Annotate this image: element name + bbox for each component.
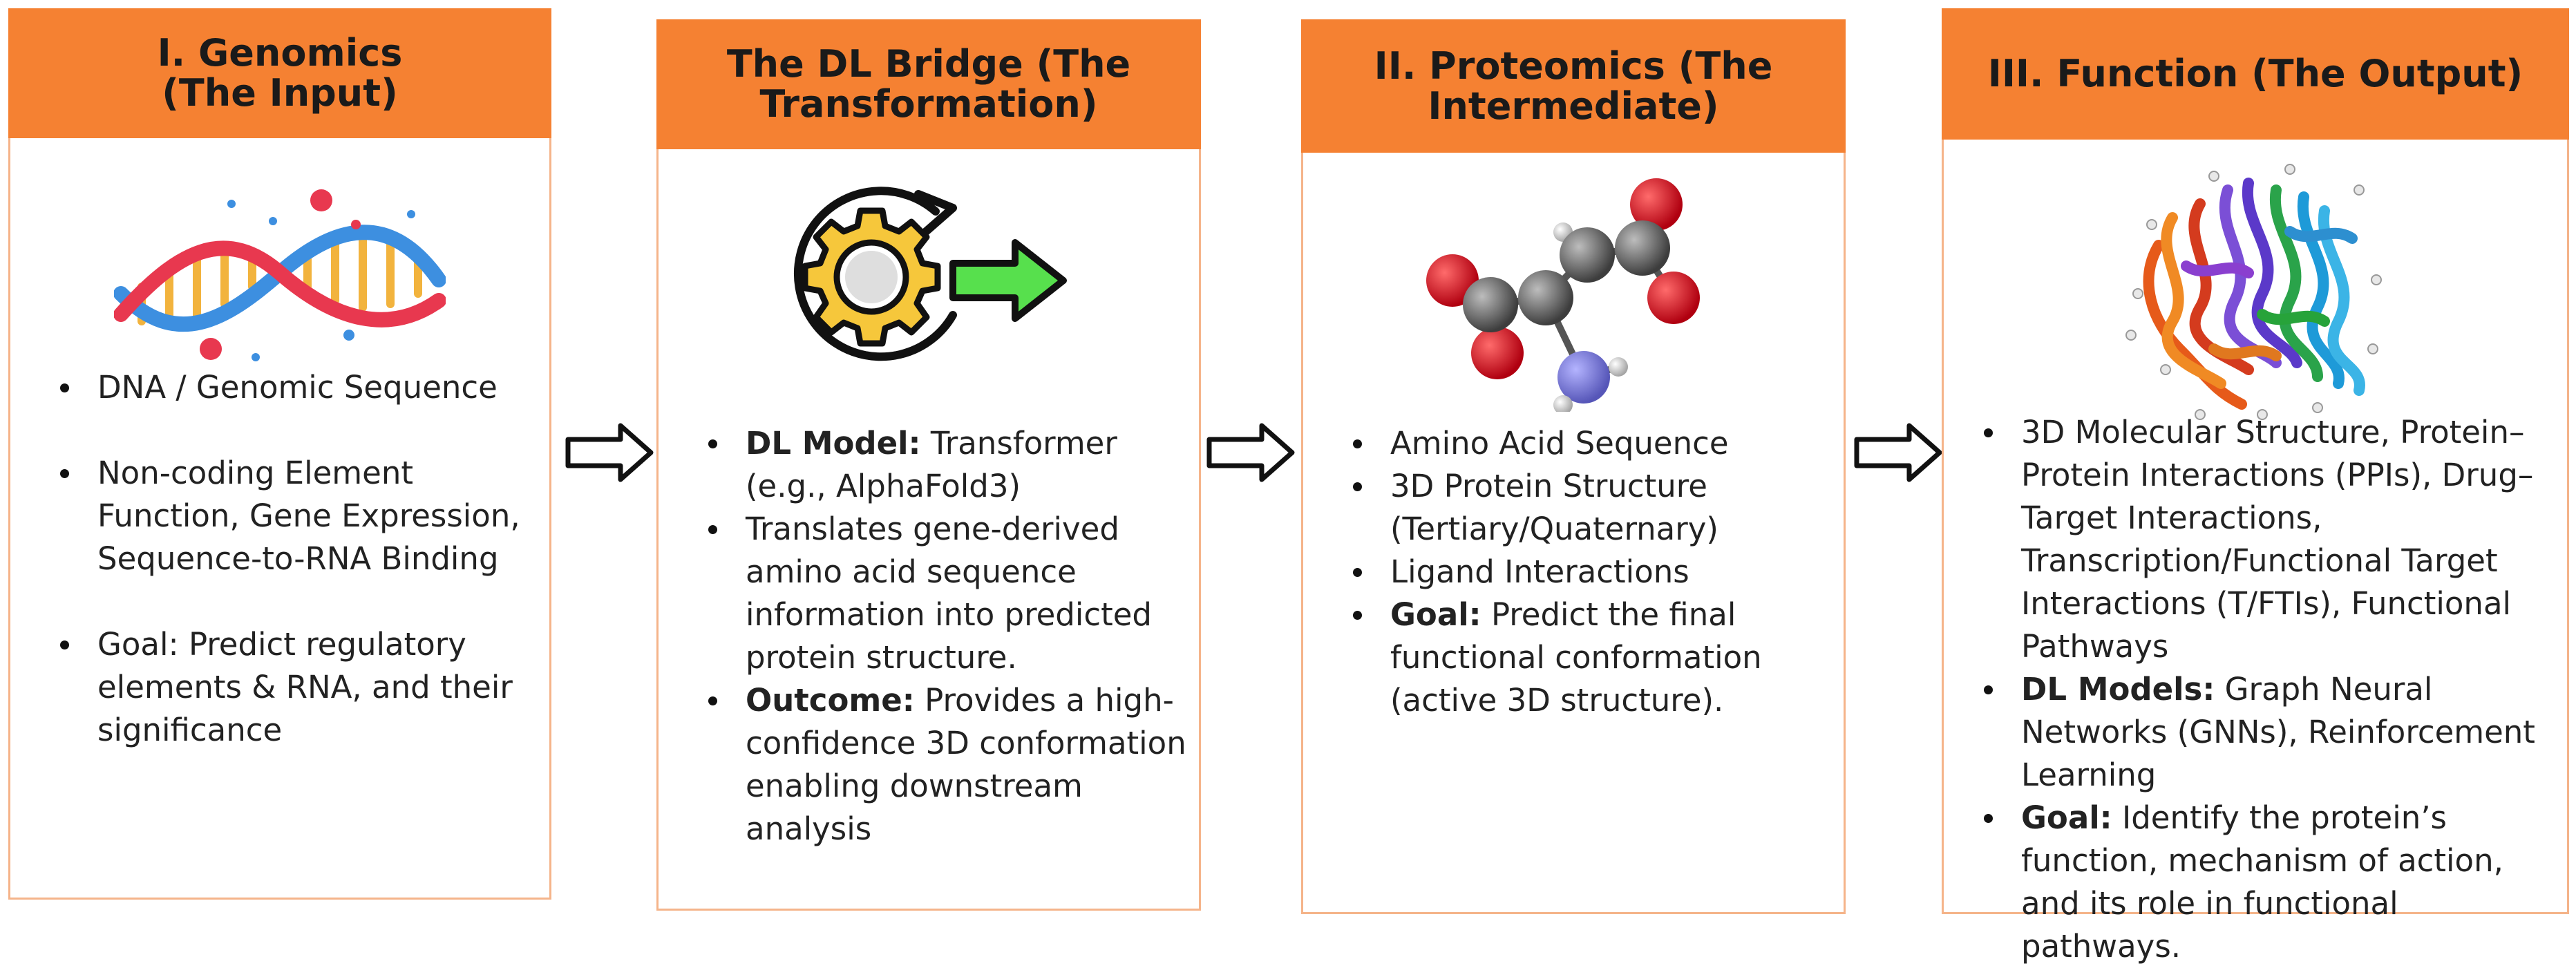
list-item: DL Model: Transformer (e.g., AlphaFold3) [703,422,1186,508]
right-arrow-icon [565,423,654,482]
list-item: 3D Molecular Structure, Protein–Protein … [1978,411,2555,668]
item-text: Translates gene-derived amino acid seque… [746,511,1152,676]
function-title-line1: III. Function (The Output) [1987,52,2523,95]
list-item: DNA / Genomic Sequence [55,366,531,409]
right-arrow-icon [1854,423,1942,482]
genomics-item-list: DNA / Genomic Sequence Non-coding Elemen… [55,366,531,752]
gear-arrow-icon [659,170,1199,384]
item-text: Provides a high-confidence 3D conformati… [746,682,1186,847]
item-text: 3D Molecular Structure, Protein–Protein … [2021,414,2534,665]
item-text: Transformer (e.g., AlphaFold3) [746,425,1117,504]
list-item: Outcome: Provides a high-confidence 3D c… [703,679,1186,851]
item-bold-label: Goal: [2021,799,2112,836]
dna-double-helix-icon [10,183,549,363]
item-text: Predict the final functional conformatio… [1390,596,1762,719]
function-panel: III. Function (The Output) [1942,8,2569,965]
item-text: 3D Protein Structure (Tertiary/Quaternar… [1390,468,1718,547]
item-bold-label: Outcome: [746,682,915,719]
right-arrow-icon [1206,423,1295,482]
genomics-panel-header: I. Genomics (The Input) [8,8,551,138]
list-item: Non-coding Element Function, Gene Expres… [55,452,531,580]
list-item: Goal: Predict the final functional confo… [1347,594,1831,722]
protein-ribbon-structure-icon [1944,142,2567,425]
list-item: Translates gene-derived amino acid seque… [703,508,1186,679]
proteomics-title-line1: II. Proteomics (The [1374,44,1773,88]
item-text: Non-coding Element Function, Gene Expres… [97,455,520,577]
list-item: Goal: Identify the protein’s function, m… [1978,797,2555,968]
item-bold-label: DL Model: [746,425,921,462]
item-text: DNA / Genomic Sequence [97,369,498,406]
proteomics-panel: II. Proteomics (The Intermediate) [1301,19,1846,914]
item-text: Amino Acid Sequence [1390,425,1729,462]
function-panel-header: III. Function (The Output) [1942,8,2569,140]
dl-bridge-panel: The DL Bridge (The Transformation) DL Mo… [656,19,1201,911]
amino-acid-molecule-icon [1303,167,1844,412]
function-item-list: 3D Molecular Structure, Protein–Protein … [1978,411,2555,968]
genomics-title-line1: I. Genomics [157,31,403,75]
list-item: DL Models: Graph Neural Networks (GNNs),… [1978,668,2555,797]
genomics-panel: I. Genomics (The Input) [8,8,551,900]
item-bold-label: DL Models: [2021,671,2215,708]
item-text: Graph Neural Networks (GNNs), Reinforcem… [2021,671,2535,793]
dl-bridge-panel-header: The DL Bridge (The Transformation) [656,19,1201,149]
list-item: Amino Acid Sequence [1347,422,1831,465]
item-text: Ligand Interactions [1390,553,1689,590]
dl-bridge-title-line2: Transformation) [759,82,1098,126]
dl-bridge-item-list: DL Model: Transformer (e.g., AlphaFold3)… [703,422,1186,851]
item-text: Goal: Predict regulatory elements & RNA,… [97,626,513,748]
proteomics-panel-header: II. Proteomics (The Intermediate) [1301,19,1846,153]
proteomics-item-list: Amino Acid Sequence 3D Protein Structure… [1347,422,1831,722]
list-item: Goal: Predict regulatory elements & RNA,… [55,623,531,752]
item-bold-label: Goal: [1390,596,1481,633]
proteomics-title-line2: Intermediate) [1428,84,1719,128]
list-item: 3D Protein Structure (Tertiary/Quaternar… [1347,465,1831,551]
dl-bridge-title-line1: The DL Bridge (The [726,42,1131,86]
list-item: Ligand Interactions [1347,551,1831,594]
genomics-title-line2: (The Input) [162,71,398,115]
